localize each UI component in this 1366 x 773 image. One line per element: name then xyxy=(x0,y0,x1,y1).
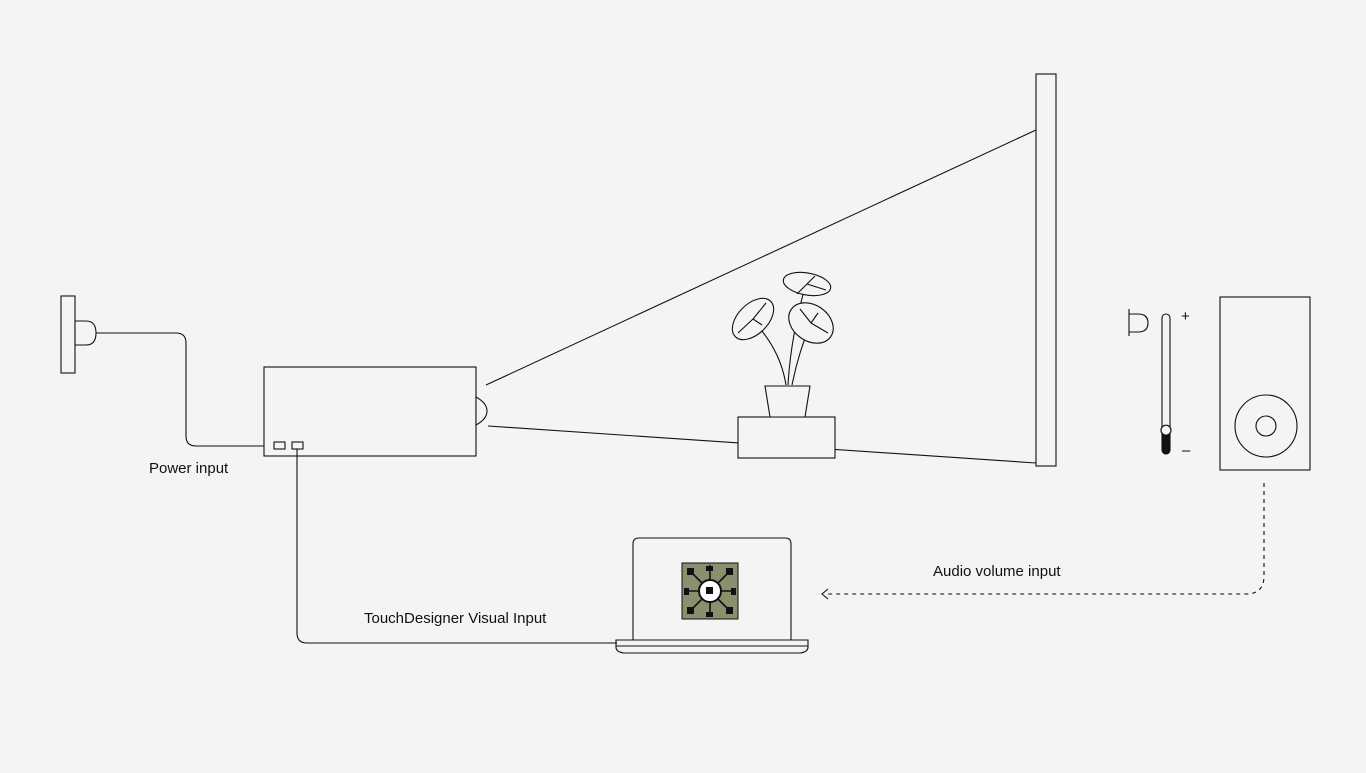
volume-slider-icon xyxy=(1160,313,1172,455)
microphone-icon xyxy=(1128,309,1149,336)
audio-input-line xyxy=(826,483,1265,595)
projector-icon xyxy=(263,366,488,457)
wall-outlet-icon xyxy=(60,295,97,374)
speaker-icon xyxy=(1219,296,1311,471)
power-cable xyxy=(96,332,274,447)
projection-screen-icon xyxy=(1035,73,1057,467)
visual-input-label: TouchDesigner Visual Input xyxy=(364,610,547,627)
audio-arrowhead xyxy=(821,588,829,600)
volume-plus-label: + xyxy=(1181,308,1190,325)
potted-plant-icon xyxy=(731,271,834,418)
projection-beam-top xyxy=(485,129,1037,386)
visual-input-cable xyxy=(296,449,617,644)
power-input-label: Power input xyxy=(149,460,229,477)
volume-minus-label: – xyxy=(1182,442,1191,459)
touchdesigner-logo-icon xyxy=(681,562,739,620)
plant-pedestal xyxy=(737,416,836,459)
audio-input-label: Audio volume input xyxy=(933,563,1061,580)
power-port xyxy=(273,441,286,450)
video-port xyxy=(291,441,304,450)
